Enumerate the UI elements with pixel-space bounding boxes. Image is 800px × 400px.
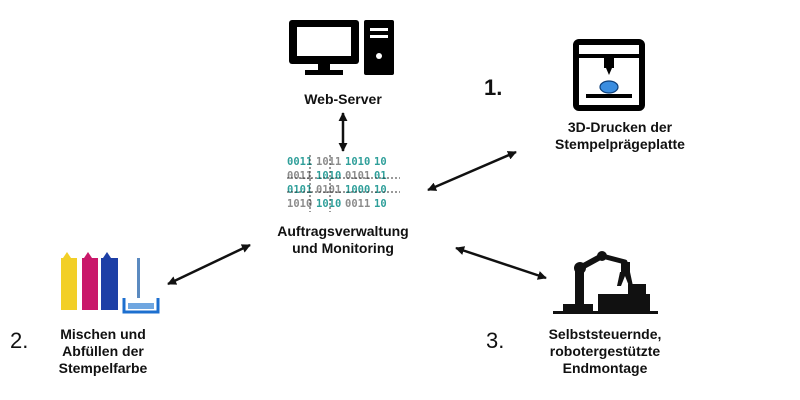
webserver-label: Web-Server <box>304 91 382 107</box>
binary-digit-group: 1010 <box>287 198 312 210</box>
printing-label-line2: Stempelprägeplatte <box>555 136 685 152</box>
mixing-label-line3: Stempelfarbe <box>59 360 148 376</box>
node-webserver: Web-Server <box>289 20 394 107</box>
step-number-1: 1. <box>484 75 502 100</box>
printing-label-line1: 3D-Drucken der <box>568 119 673 135</box>
binary-digit-group: 0011 <box>345 198 370 210</box>
binary-digit-group: 1010 <box>316 170 341 182</box>
step-number-2: 2. <box>10 328 28 353</box>
assembly-label-line2: robotergestützte <box>550 343 661 359</box>
binary-digit-group: 10 <box>374 184 387 196</box>
step-number-3: 3. <box>486 328 504 353</box>
binary-digit-group: 0101 <box>345 170 370 182</box>
binary-digit-group: 10 <box>374 156 387 168</box>
desktop-computer-icon <box>289 20 394 75</box>
assembly-label-line1: Selbststeuernde, <box>549 326 662 342</box>
arrow-control-assembly <box>455 246 547 280</box>
node-printing: 1. 3D-Drucken der Stempelprägeplatte <box>484 39 685 152</box>
assembly-label-line3: Endmontage <box>563 360 648 376</box>
connectors <box>167 112 547 286</box>
binary-digit-group: 10 <box>374 198 387 210</box>
3d-printer-icon <box>573 39 645 111</box>
node-mixing: 2. Mischen und Abfüllen der Stempelfarbe <box>10 252 160 376</box>
control-label-line1: Auftragsverwaltung <box>277 223 408 239</box>
binary-digit-group: 0101 <box>316 184 341 196</box>
binary-digit-group: 0101 <box>287 184 312 196</box>
binary-digit-group: 1011 <box>316 156 341 168</box>
binary-digit-group: 1000 <box>345 184 370 196</box>
binary-digit-group: 01 <box>374 170 387 182</box>
binary-digit-group: 0011 <box>287 156 312 168</box>
robot-arm-icon <box>553 251 658 314</box>
binary-digit-group: 0011 <box>287 170 312 182</box>
mixing-label-line2: Abfüllen der <box>62 343 144 359</box>
arrow-control-printing <box>427 150 517 192</box>
arrow-control-mixing <box>167 243 251 286</box>
binary-digit-group: 1010 <box>316 198 341 210</box>
node-assembly: 3. Selbststeuernde, robotergestützte End… <box>486 251 661 376</box>
binary-digit-group: 1010 <box>345 156 370 168</box>
mixing-label-line1: Mischen und <box>60 326 146 342</box>
control-label-line2: und Monitoring <box>292 240 394 256</box>
ink-tanks-icon <box>61 252 160 314</box>
